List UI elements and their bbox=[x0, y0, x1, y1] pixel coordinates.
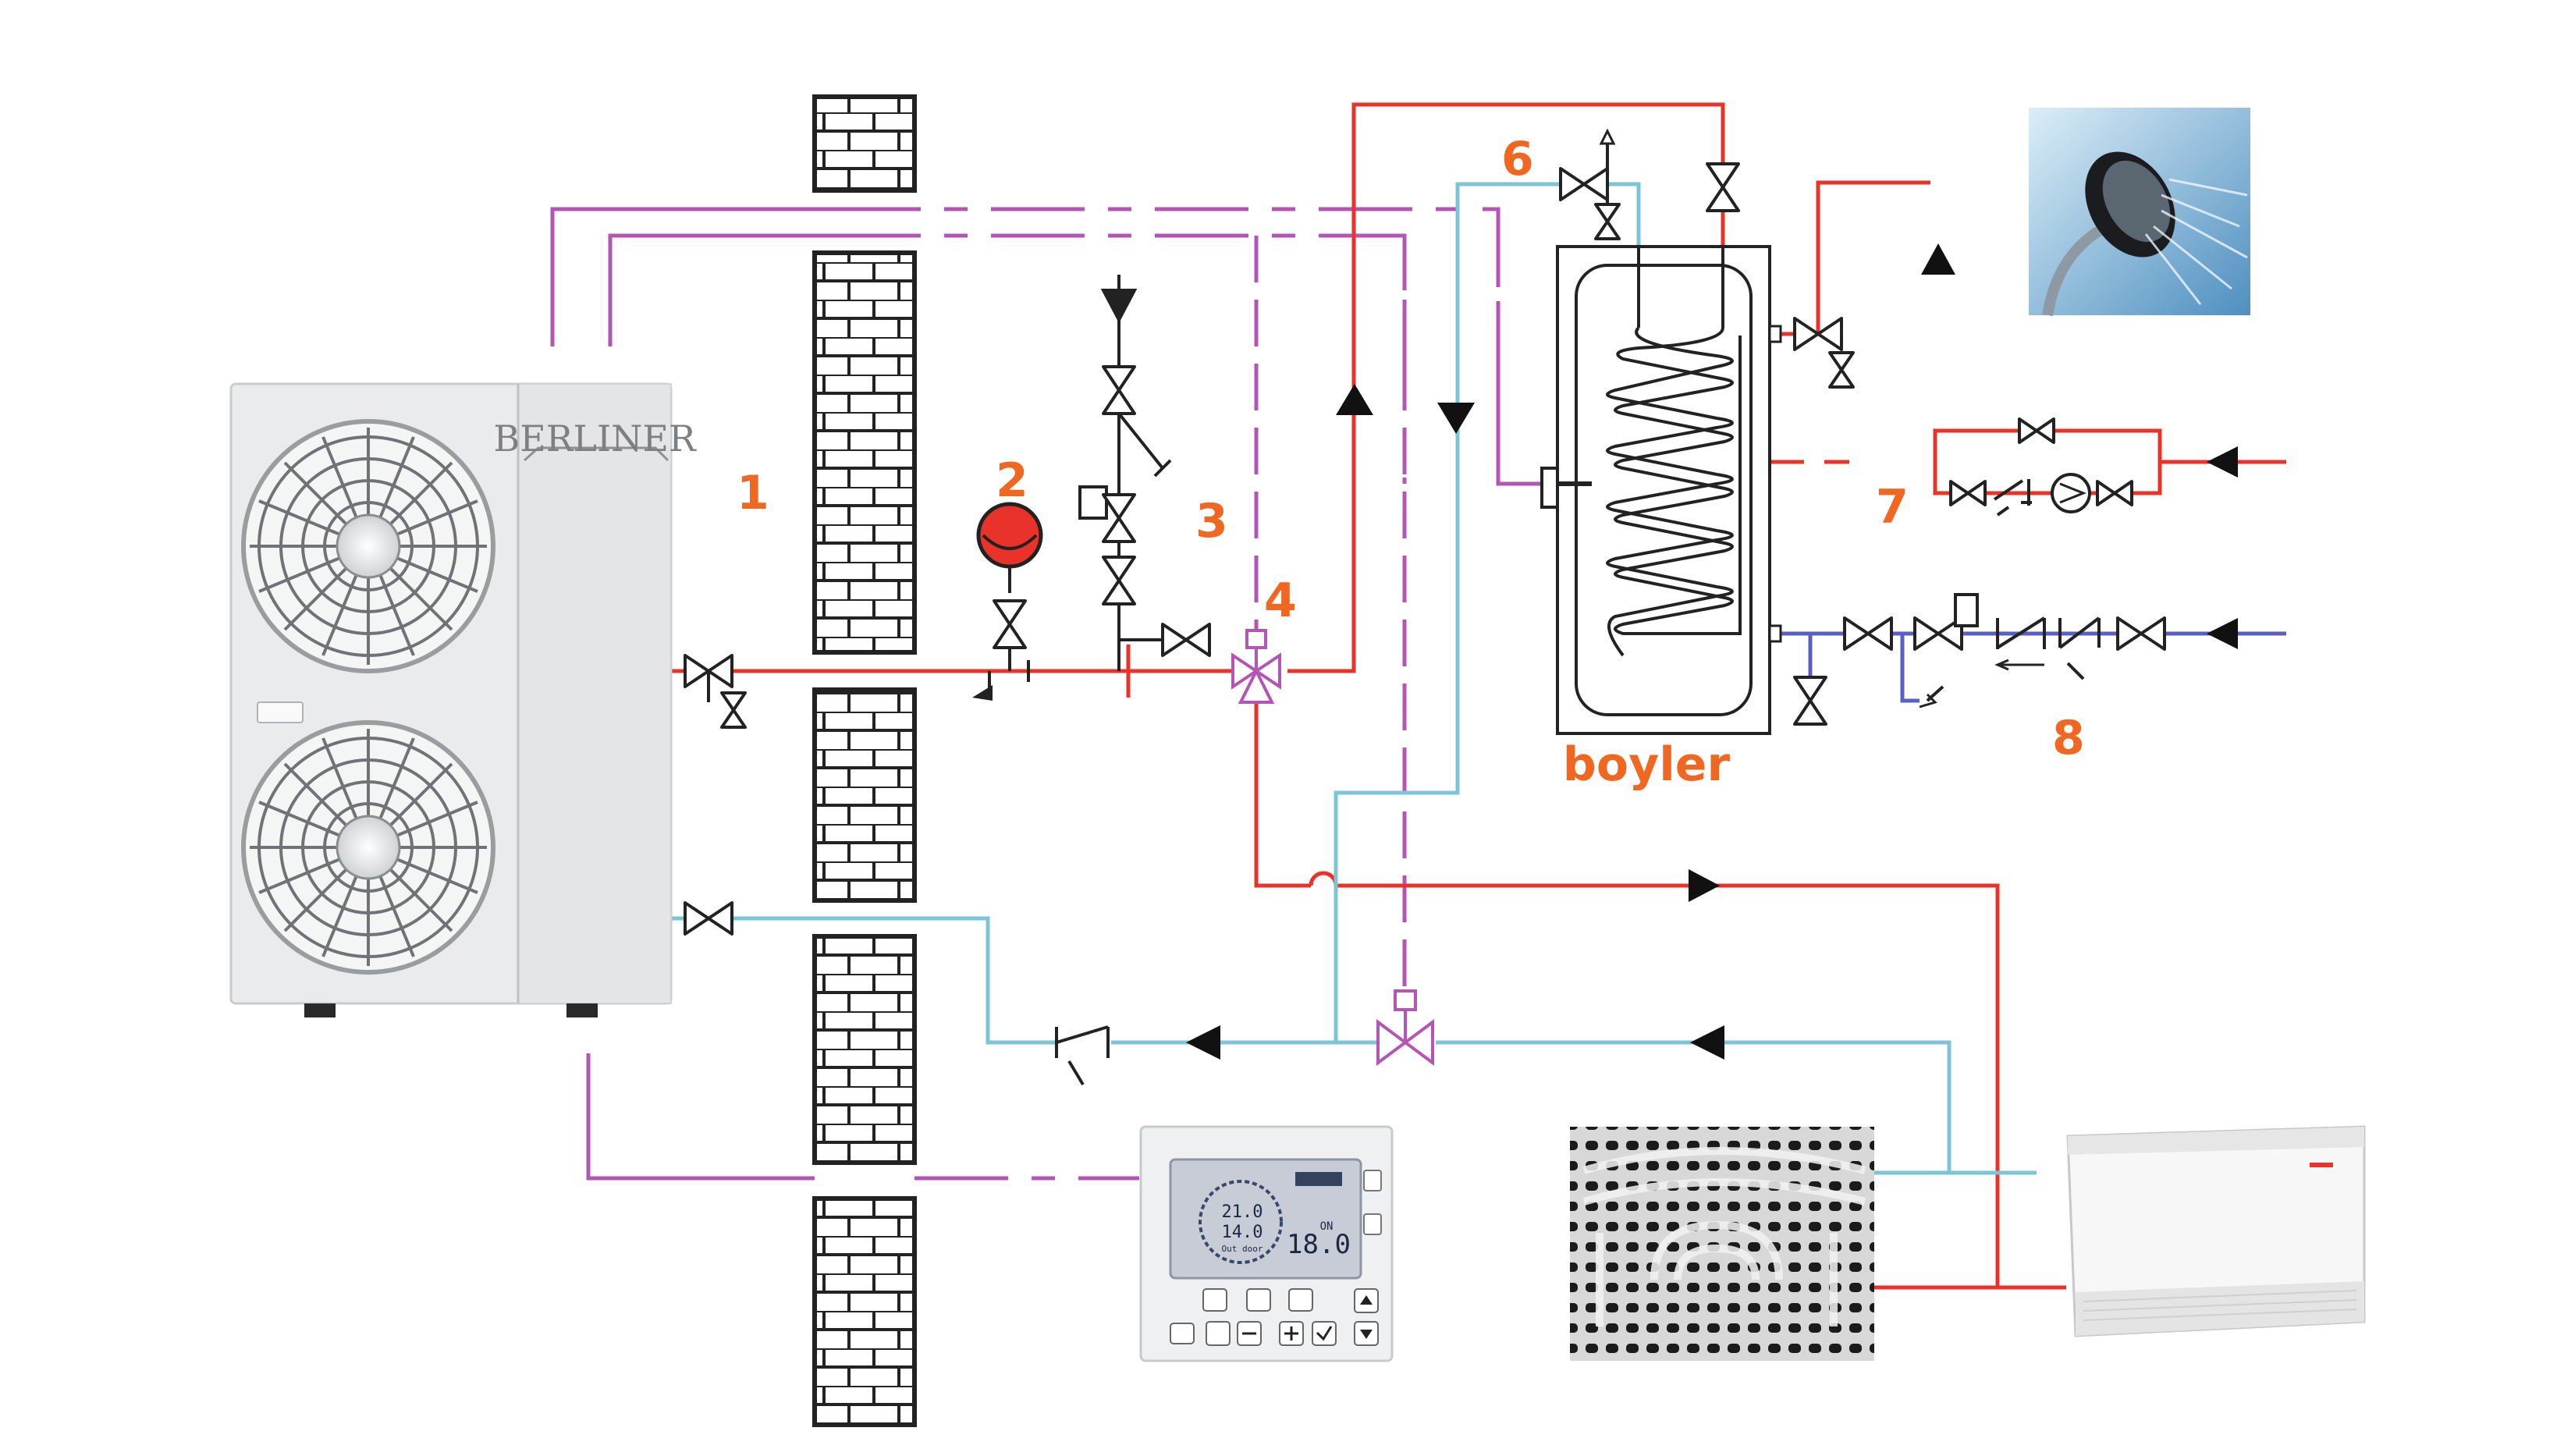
flow-arrow-icon bbox=[1437, 403, 1475, 434]
flow-arrow-icon bbox=[2207, 618, 2238, 649]
label-2: 2 bbox=[996, 453, 1028, 508]
shower-head-image bbox=[2029, 108, 2250, 317]
label-1: 1 bbox=[737, 466, 769, 520]
return-valve-icon bbox=[684, 901, 733, 936]
boiler-outlet-valve-icon bbox=[1793, 317, 1855, 389]
fan-coil-unit bbox=[2066, 1125, 2366, 1337]
flow-arrow-icon bbox=[2207, 446, 2238, 478]
boiler-label: boyler bbox=[1563, 737, 1731, 792]
clock-button[interactable] bbox=[1288, 1288, 1313, 1312]
controller-temp-b: 14.0 bbox=[1222, 1223, 1263, 1242]
controller-temp-a: 21.0 bbox=[1222, 1202, 1263, 1222]
safety-group-icon bbox=[1078, 275, 1211, 671]
boiler-hot-valve-icon bbox=[1706, 162, 1740, 212]
label-7: 7 bbox=[1876, 480, 1909, 534]
wired-controller[interactable]: 21.0 14.0 Out door ON 18.0 bbox=[1139, 1125, 1394, 1362]
expansion-tank-icon bbox=[972, 502, 1043, 701]
brick-wall bbox=[812, 94, 917, 1427]
control-wiring bbox=[550, 207, 1553, 1181]
heat-pump-unit[interactable]: BERLINER bbox=[229, 382, 697, 1017]
controller-outdoor: Out door bbox=[1222, 1244, 1263, 1254]
flow-arrow-icon bbox=[1690, 1025, 1724, 1060]
label-6: 6 bbox=[1501, 132, 1534, 186]
mode-button[interactable] bbox=[1363, 1170, 1382, 1191]
underfloor-heating-image bbox=[1570, 1127, 1874, 1361]
fan-bottom-icon bbox=[241, 720, 495, 975]
controller-buttons bbox=[1170, 1288, 1379, 1346]
controller-temp-c: 18.0 bbox=[1287, 1229, 1351, 1260]
flow-arrow-icon bbox=[1689, 869, 1720, 902]
label-8: 8 bbox=[2052, 711, 2085, 765]
outlet-valve-icon bbox=[684, 654, 747, 729]
recirculation-group bbox=[1949, 417, 2133, 517]
menu-button[interactable] bbox=[1170, 1323, 1195, 1344]
sun-button[interactable] bbox=[1202, 1288, 1227, 1312]
back-button[interactable] bbox=[1206, 1321, 1231, 1346]
label-4: 4 bbox=[1264, 574, 1297, 628]
return-check-valve-icon bbox=[1055, 1025, 1110, 1086]
water-button[interactable] bbox=[1363, 1213, 1382, 1235]
callout-labels: 1 2 3 4 6 7 8 bbox=[737, 132, 2085, 765]
zone-three-way-valve-icon bbox=[1376, 989, 1434, 1066]
fan-top-icon bbox=[241, 419, 495, 673]
flow-arrows bbox=[1186, 243, 2238, 1060]
ok-button[interactable] bbox=[1312, 1321, 1337, 1346]
controller-on: ON bbox=[1320, 1220, 1334, 1233]
cold-mains-group bbox=[1793, 593, 2166, 726]
flow-arrow-icon bbox=[1186, 1025, 1220, 1060]
timer-button[interactable] bbox=[1246, 1288, 1271, 1312]
boiler-tank[interactable] bbox=[1540, 245, 1782, 735]
flow-arrow-icon bbox=[1336, 384, 1373, 415]
brand-label: BERLINER bbox=[493, 417, 697, 460]
flow-arrow-icon bbox=[1921, 243, 1955, 275]
three-way-valve-icon bbox=[1231, 629, 1281, 704]
label-3: 3 bbox=[1195, 494, 1228, 549]
boiler-inlet-valve-icon bbox=[1559, 128, 1621, 240]
